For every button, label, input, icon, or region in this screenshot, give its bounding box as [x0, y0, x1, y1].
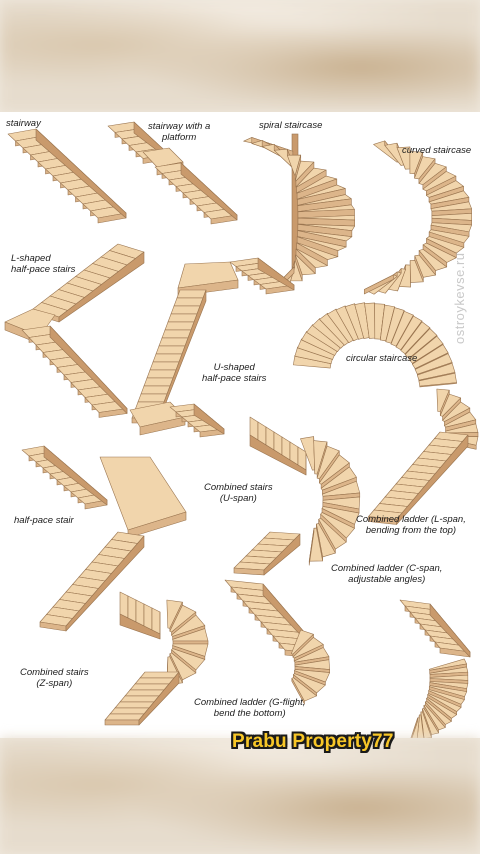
stairway-drawing — [7, 128, 127, 224]
blurred-background-top — [0, 0, 480, 112]
combined-ladder-c-span-drawing — [399, 599, 471, 738]
staircase-drawings — [4, 121, 479, 738]
blurred-background-bottom — [0, 738, 480, 854]
label-l-shaped-half-pace: L-shaped half-pace stairs — [11, 253, 76, 275]
label-u-shaped-half-pace: U-shaped half-pace stairs — [202, 362, 267, 384]
watermark-text: ostroykevse.ru — [452, 252, 467, 344]
combined-stairs-u-span-drawing — [233, 416, 361, 576]
u-shaped-half-pace-drawing — [129, 257, 295, 438]
label-circular-staircase: circular staircase — [346, 353, 418, 364]
label-half-pace-stair: half-pace stair — [14, 515, 74, 526]
label-curved-staircase: curved staircase — [402, 145, 472, 156]
label-stairway-with-platform: stairway with a platform — [148, 121, 211, 143]
l-shaped-half-pace-drawing — [4, 243, 145, 418]
label-spiral-staircase: spiral staircase — [259, 120, 323, 131]
stairway-with-platform-drawing — [107, 121, 238, 225]
label-combined-ladder-g-flight: Combined ladder (G-flight, bend the bott… — [194, 697, 306, 719]
label-combined-ladder-c-span: Combined ladder (C-span, adjustable angl… — [331, 563, 443, 585]
circular-staircase-drawing — [293, 302, 457, 388]
label-combined-stairs-z-span: Combined stairs (Z-span) — [20, 667, 89, 689]
label-stairway: stairway — [6, 118, 41, 129]
label-combined-ladder-l-span: Combined ladder (L-span, bending from th… — [356, 514, 466, 536]
staircase-types-diagram: stairway stairway with a platform spiral… — [0, 112, 480, 738]
label-combined-stairs-u-span: Combined stairs (U-span) — [204, 482, 273, 504]
brand-caption: Prabu Property77 — [232, 731, 394, 752]
combined-ladder-l-span-drawing — [368, 388, 479, 525]
combined-ladder-g-flight-drawing — [224, 579, 330, 705]
combined-stairs-z-span-drawing — [104, 591, 209, 726]
half-pace-stair-drawing — [21, 445, 187, 632]
spiral-staircase-drawing — [243, 133, 356, 293]
curved-staircase-drawing — [363, 140, 472, 295]
